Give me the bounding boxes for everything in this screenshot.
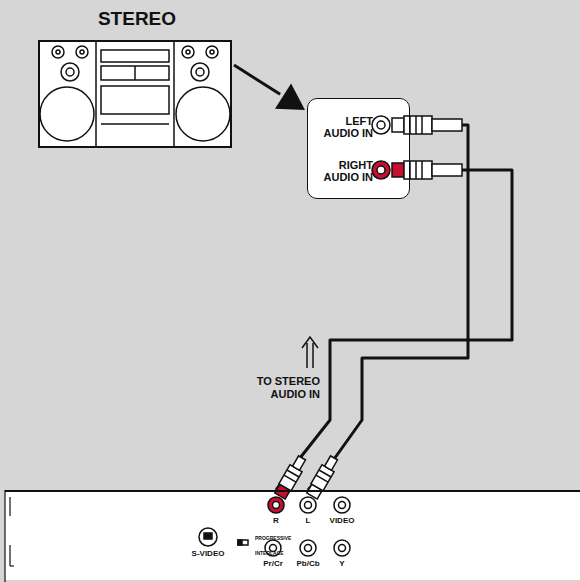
jack-label: Pb/Cb [296,559,319,568]
player-fill [5,490,580,580]
jack-label: LEFT AUDIO IN [311,115,373,139]
switch-label: INTERLACE [255,550,284,556]
panel-fill [307,98,410,199]
stereo-fill [38,40,232,148]
direction-arrow [302,337,318,368]
jack-label: RIGHT AUDIO IN [311,159,373,183]
jack-label: VIDEO [330,516,355,525]
stereo-unit: STEREO [38,40,232,148]
connector [308,125,468,490]
player-jacks [199,497,350,556]
jack-label: Pr/Cr [263,559,283,568]
audio-in-panel: LEFT AUDIO IN RIGHT AUDIO IN [307,98,410,199]
frame-ticks [5,490,14,582]
stereo-drawing [40,40,230,148]
switch-label: PROGRESSIVE [255,535,291,541]
connector [276,170,512,490]
player-plugs [274,454,340,499]
player-back-panel: R L VIDEO S-VIDEO PROGRESSIVE INTERLACE Pr/Cr P… [5,490,580,582]
arrowhead [275,83,305,110]
jack-label: L [306,516,311,525]
direction-note: TO STEREO AUDIO IN [252,375,320,401]
jack-label: Y [339,559,344,568]
jack-label: S-VIDEO [192,549,225,558]
connector [234,65,280,94]
panel-jacks [372,116,462,179]
jack-label: R [273,516,279,525]
device-title: STEREO [98,8,176,30]
